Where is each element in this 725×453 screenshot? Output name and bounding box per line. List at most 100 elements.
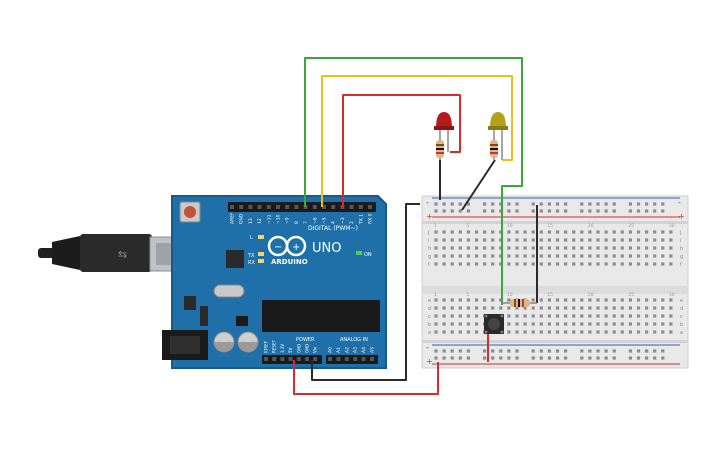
breadboard-hole[interactable]	[515, 330, 519, 334]
breadboard-hole[interactable]	[604, 298, 608, 302]
breadboard-hole[interactable]	[628, 246, 632, 250]
rail-hole[interactable]	[580, 349, 584, 353]
breadboard-hole[interactable]	[466, 254, 470, 258]
breadboard-hole[interactable]	[531, 322, 535, 326]
breadboard-hole[interactable]	[604, 314, 608, 318]
breadboard-hole[interactable]	[507, 230, 511, 234]
breadboard-hole[interactable]	[564, 322, 568, 326]
yellow-wire[interactable]	[321, 75, 513, 207]
breadboard-hole[interactable]	[515, 322, 519, 326]
header-pin[interactable]	[344, 357, 349, 361]
breadboard-hole[interactable]	[596, 330, 600, 334]
breadboard-hole[interactable]	[442, 238, 446, 242]
rail-hole[interactable]	[653, 202, 657, 206]
breadboard-hole[interactable]	[531, 254, 535, 258]
breadboard-hole[interactable]	[572, 322, 576, 326]
breadboard-hole[interactable]	[466, 322, 470, 326]
breadboard-hole[interactable]	[539, 330, 543, 334]
rail-hole[interactable]	[596, 356, 600, 360]
breadboard-hole[interactable]	[458, 306, 462, 310]
breadboard-hole[interactable]	[588, 306, 592, 310]
breadboard-hole[interactable]	[483, 230, 487, 234]
black-wire-gnd[interactable]	[311, 203, 420, 381]
breadboard-hole[interactable]	[483, 306, 487, 310]
breadboard-hole[interactable]	[628, 298, 632, 302]
rail-hole[interactable]	[580, 356, 584, 360]
breadboard-hole[interactable]	[458, 330, 462, 334]
rail-hole[interactable]	[434, 356, 438, 360]
rail-hole[interactable]	[547, 356, 551, 360]
breadboard-hole[interactable]	[653, 322, 657, 326]
breadboard-hole[interactable]	[596, 254, 600, 258]
breadboard-hole[interactable]	[442, 230, 446, 234]
green-wire[interactable]	[304, 57, 523, 305]
breadboard-hole[interactable]	[645, 330, 649, 334]
breadboard-hole[interactable]	[612, 322, 616, 326]
rail-hole[interactable]	[442, 209, 446, 213]
breadboard-hole[interactable]	[620, 246, 624, 250]
header-pin[interactable]	[296, 357, 301, 361]
breadboard-hole[interactable]	[645, 254, 649, 258]
breadboard-hole[interactable]	[539, 306, 543, 310]
breadboard-hole[interactable]	[555, 306, 560, 310]
breadboard-hole[interactable]	[588, 262, 592, 266]
breadboard-hole[interactable]	[555, 322, 560, 326]
breadboard-hole[interactable]	[572, 246, 576, 250]
breadboard-hole[interactable]	[483, 238, 487, 242]
rail-hole[interactable]	[628, 349, 632, 353]
breadboard-hole[interactable]	[507, 306, 511, 310]
breadboard-hole[interactable]	[539, 314, 543, 318]
rail-hole[interactable]	[596, 209, 600, 213]
breadboard-hole[interactable]	[458, 298, 462, 302]
breadboard-hole[interactable]	[628, 262, 632, 266]
breadboard-hole[interactable]	[442, 306, 446, 310]
breadboard-hole[interactable]	[499, 246, 503, 250]
breadboard-hole[interactable]	[588, 322, 592, 326]
arduino-board[interactable]: − + ARDUINO UNO DIGITAL (PWM~) POWER ANA…	[162, 195, 387, 369]
breadboard-hole[interactable]	[458, 254, 462, 258]
breadboard-hole[interactable]	[620, 322, 624, 326]
rail-hole[interactable]	[564, 356, 568, 360]
breadboard-hole[interactable]	[645, 262, 649, 266]
rail-hole[interactable]	[604, 349, 608, 353]
breadboard-hole[interactable]	[491, 298, 495, 302]
breadboard-hole[interactable]	[628, 314, 632, 318]
breadboard-hole[interactable]	[612, 262, 616, 266]
pushbutton[interactable]	[484, 314, 504, 334]
breadboard-hole[interactable]	[434, 314, 438, 318]
breadboard-hole[interactable]	[636, 298, 641, 302]
breadboard-hole[interactable]	[499, 298, 503, 302]
breadboard-hole[interactable]	[661, 262, 665, 266]
breadboard-hole[interactable]	[596, 230, 600, 234]
breadboard-hole[interactable]	[499, 230, 503, 234]
breadboard-hole[interactable]	[507, 314, 511, 318]
breadboard-hole[interactable]	[442, 246, 446, 250]
breadboard-hole[interactable]	[620, 262, 624, 266]
breadboard-hole[interactable]	[523, 314, 527, 318]
rail-hole[interactable]	[636, 209, 641, 213]
breadboard-hole[interactable]	[612, 254, 616, 258]
rail-hole[interactable]	[539, 209, 543, 213]
breadboard-hole[interactable]	[547, 246, 551, 250]
header-pin[interactable]	[368, 205, 372, 209]
breadboard-hole[interactable]	[458, 322, 462, 326]
breadboard-hole[interactable]	[442, 322, 446, 326]
breadboard-hole[interactable]	[653, 246, 657, 250]
breadboard-hole[interactable]	[628, 306, 632, 310]
breadboard-hole[interactable]	[515, 314, 519, 318]
breadboard-hole[interactable]	[483, 246, 487, 250]
breadboard-hole[interactable]	[466, 298, 470, 302]
rail-hole[interactable]	[434, 349, 438, 353]
breadboard-hole[interactable]	[580, 298, 584, 302]
breadboard-hole[interactable]	[628, 330, 632, 334]
rail-hole[interactable]	[564, 349, 568, 353]
breadboard-hole[interactable]	[531, 298, 535, 302]
breadboard-hole[interactable]	[547, 314, 551, 318]
header-pin[interactable]	[313, 357, 318, 361]
rail-hole[interactable]	[507, 209, 511, 213]
breadboard-hole[interactable]	[555, 314, 560, 318]
rail-hole[interactable]	[507, 202, 511, 206]
rail-hole[interactable]	[466, 209, 470, 213]
breadboard-hole[interactable]	[499, 262, 503, 266]
breadboard-hole[interactable]	[434, 330, 438, 334]
